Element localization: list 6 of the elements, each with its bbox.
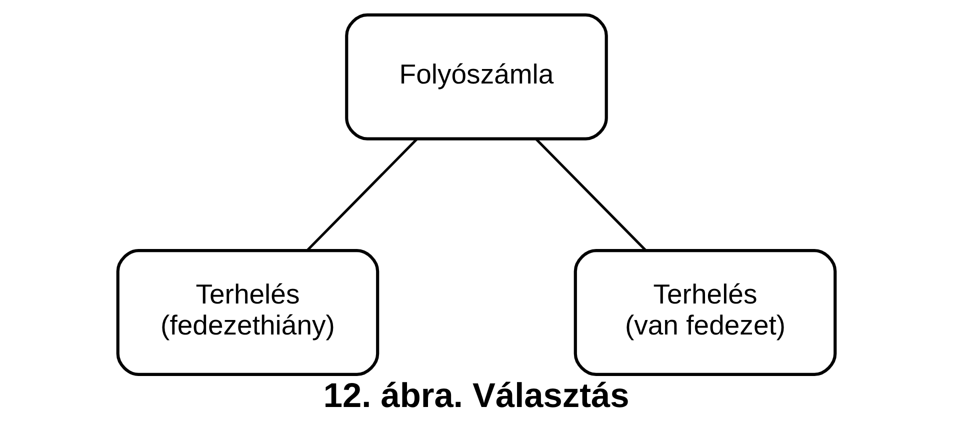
node-box: Folyószámla <box>345 13 608 140</box>
node-box: Terhelés (van fedezet) <box>574 249 837 376</box>
node-box: Terhelés (fedezethiány) <box>116 249 380 376</box>
connector <box>535 138 646 251</box>
caption: 12. ábra. Választás <box>323 377 630 416</box>
connector <box>306 138 418 251</box>
